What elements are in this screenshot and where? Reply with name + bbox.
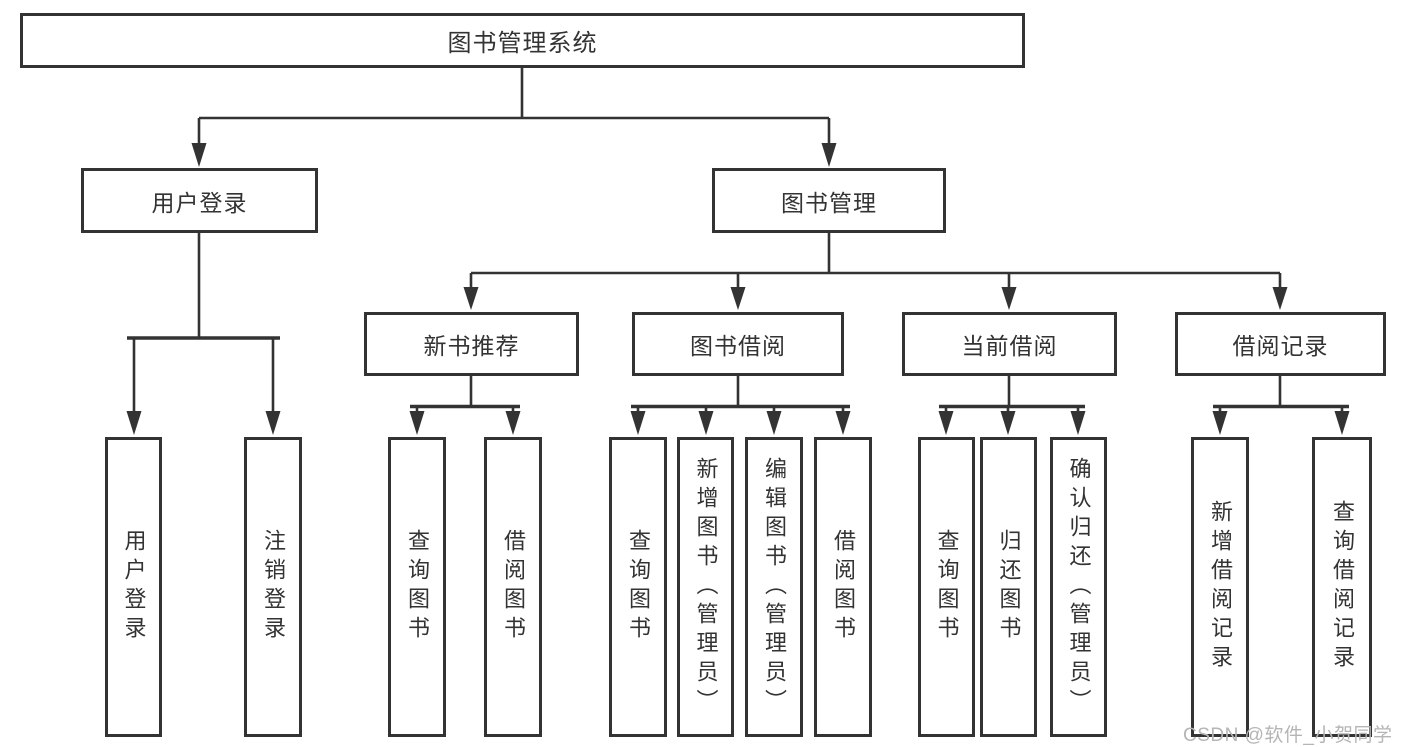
node-user-login-module-label: 用户登录 xyxy=(151,189,248,216)
leaf-current-query-books-label: 查询图书 xyxy=(934,529,960,645)
leaf-newbook-borrow-books: 借阅图书 xyxy=(484,437,542,737)
leaf-confirm-return-admin: 确认归还（管理员） xyxy=(1050,437,1107,737)
node-book-management-label: 图书管理 xyxy=(781,189,877,216)
node-root-label: 图书管理系统 xyxy=(447,30,598,57)
leaf-logout-label: 注销登录 xyxy=(261,529,286,645)
node-book-borrow-label: 图书借阅 xyxy=(690,333,786,359)
leaf-add-books-admin-label: 新增图书（管理员） xyxy=(693,456,719,718)
leaf-current-query-books: 查询图书 xyxy=(918,437,975,737)
leaf-return-books-label: 归还图书 xyxy=(996,529,1022,645)
node-borrow-records-label: 借阅记录 xyxy=(1232,333,1329,359)
node-borrow-records: 借阅记录 xyxy=(1175,312,1386,376)
node-book-management: 图书管理 xyxy=(712,168,946,233)
node-current-borrow: 当前借阅 xyxy=(902,312,1117,376)
leaf-query-borrow-record: 查询借阅记录 xyxy=(1312,437,1372,737)
node-new-book-recommend-label: 新书推荐 xyxy=(423,333,520,359)
node-new-book-recommend: 新书推荐 xyxy=(364,312,579,376)
leaf-return-books: 归还图书 xyxy=(980,437,1037,737)
leaf-borrow-query-books: 查询图书 xyxy=(609,437,667,737)
node-user-login-module: 用户登录 xyxy=(81,168,318,233)
csdn-watermark: CSDN @软件_小贺同学 xyxy=(1183,725,1393,746)
leaf-confirm-return-admin-label: 确认归还（管理员） xyxy=(1066,456,1092,718)
leaf-edit-books-admin: 编辑图书（管理员） xyxy=(745,437,803,737)
leaf-newbook-query-books: 查询图书 xyxy=(388,437,446,737)
leaf-borrow-borrow-books-label: 借阅图书 xyxy=(831,529,856,645)
leaf-edit-books-admin-label: 编辑图书（管理员） xyxy=(762,456,787,718)
leaf-query-borrow-record-label: 查询借阅记录 xyxy=(1330,500,1355,674)
leaf-logout: 注销登录 xyxy=(244,437,302,737)
node-book-borrow: 图书借阅 xyxy=(632,312,844,376)
leaf-add-books-admin: 新增图书（管理员） xyxy=(677,437,734,737)
leaf-user-login: 用户登录 xyxy=(105,437,162,737)
node-root: 图书管理系统 xyxy=(20,13,1025,68)
leaf-borrow-borrow-books: 借阅图书 xyxy=(814,437,872,737)
leaf-add-borrow-record-label: 新增借阅记录 xyxy=(1208,500,1233,674)
leaf-borrow-query-books-label: 查询图书 xyxy=(626,529,651,645)
leaf-add-borrow-record: 新增借阅记录 xyxy=(1191,437,1249,737)
leaf-newbook-query-books-label: 查询图书 xyxy=(405,529,430,645)
leaf-newbook-borrow-books-label: 借阅图书 xyxy=(501,529,526,645)
node-current-borrow-label: 当前借阅 xyxy=(961,333,1058,359)
leaf-user-login-label: 用户登录 xyxy=(121,529,147,645)
